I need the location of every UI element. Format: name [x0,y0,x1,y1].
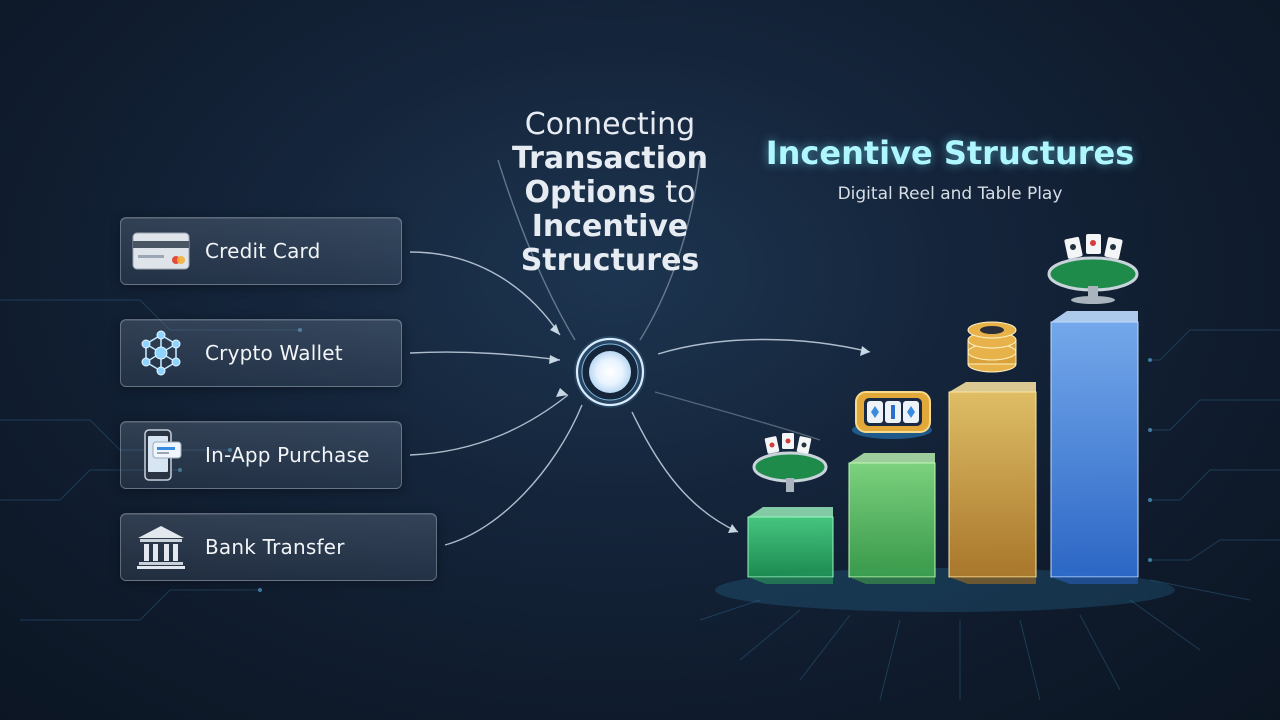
diagram-title: Connecting Transaction Options to Incent… [480,108,740,278]
option-label-bank-transfer: Bank Transfer [205,535,345,559]
title-line-2: Transaction [511,141,709,176]
bar-blue [1050,311,1139,584]
bar-lime [848,453,936,584]
credit-card-icon [132,232,190,270]
title-line-3-light: to [665,175,696,210]
incentives-title: Incentive Structures [765,134,1135,172]
title-line-4: Incentive [531,209,689,244]
bar-gold [948,382,1037,584]
option-bank-transfer[interactable]: Bank Transfer [120,513,437,581]
option-crypto-wallet[interactable]: Crypto Wallet [120,319,402,387]
incentives-subtitle: Digital Reel and Table Play [837,184,1063,204]
smartphone-icon [144,429,182,481]
title-line-3-bold: Options [524,175,656,210]
option-label-crypto-wallet: Crypto Wallet [205,341,343,365]
poker-table-large-icon [1047,234,1139,304]
bar-green [747,507,834,584]
option-label-in-app-purchase: In-App Purchase [205,443,370,467]
slot-machine-icon [852,391,932,439]
bank-icon [137,526,185,569]
option-credit-card[interactable]: Credit Card [120,217,402,285]
chip-stack-icon [967,321,1017,373]
option-label-credit-card: Credit Card [205,239,321,263]
title-line-1: Connecting [524,107,696,142]
crypto-network-icon [141,330,181,376]
title-line-5: Structures [520,243,700,278]
option-in-app-purchase[interactable]: In-App Purchase [120,421,402,489]
poker-table-icon [752,433,828,492]
hub-node [574,336,646,408]
